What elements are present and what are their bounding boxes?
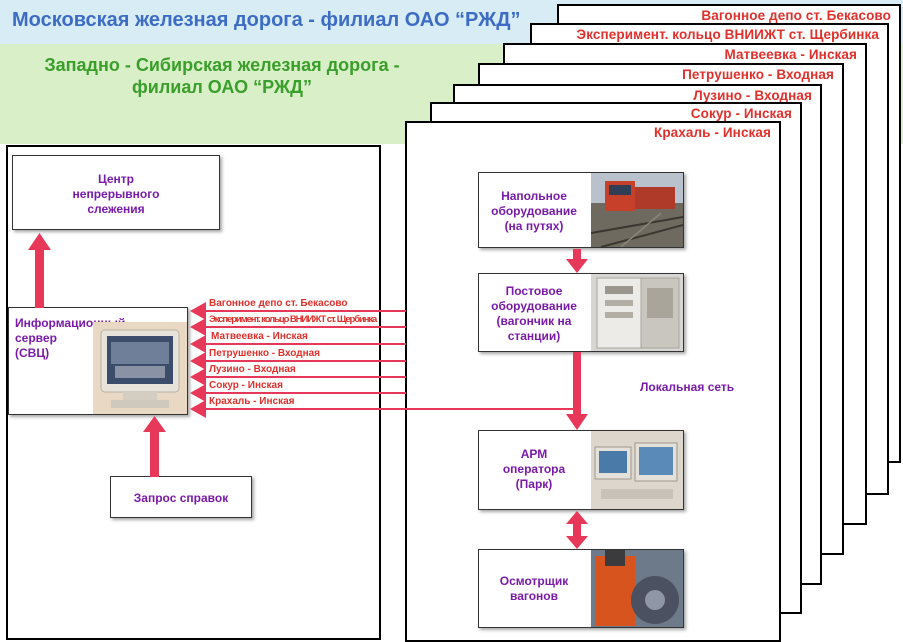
operator-line2: оператора xyxy=(502,462,566,476)
car-inspector-label: Осмотрщик вагонов xyxy=(479,574,589,604)
local-network-label: Локальная сеть xyxy=(640,380,735,394)
inspector-line1: Осмотрщик xyxy=(499,574,569,588)
operator-line3: (Парк) xyxy=(515,477,553,491)
station-label: Вагонное депо ст. Бекасово xyxy=(701,8,891,23)
monitoring-center-line3: слежения xyxy=(87,202,145,216)
arrow-server-to-center xyxy=(35,246,44,308)
link-label-sokur: Сокур - Инская xyxy=(209,380,283,391)
arrow-post-to-operator xyxy=(573,352,581,416)
floor-equipment-box: Напольное оборудование (на путях) xyxy=(478,172,684,248)
arrow-operator-inspector-down xyxy=(566,536,588,549)
floor-equipment-line2: оборудование xyxy=(491,204,577,218)
post-equipment-box: Постовое оборудование (вагончик на станц… xyxy=(478,273,684,352)
operator-line1: АРМ xyxy=(520,447,548,461)
link-label-petrushenko: Петрушенко - Входная xyxy=(209,348,321,359)
west-siberian-railway-title: Западно - Сибирская железная дорога - фи… xyxy=(12,54,432,98)
car-inspector-box: Осмотрщик вагонов xyxy=(478,549,684,628)
link-arrowhead-5 xyxy=(190,368,206,386)
link-label-shcherbinka: Эксперимент. кольцо ВНИИЖТ ст. Щербинка xyxy=(209,314,377,325)
arrow-request-to-server xyxy=(150,430,159,477)
info-server-line3: (СВЦ) xyxy=(15,346,50,360)
monitoring-center-line2: непрерывного xyxy=(72,187,160,201)
post-equipment-line2: оборудование xyxy=(491,299,577,313)
link-label-bekasovo: Вагонное депо ст. Бекасово xyxy=(209,298,348,309)
post-equipment-line1: Постовое xyxy=(505,284,563,298)
link-arrowhead-7 xyxy=(190,400,206,418)
moscow-railway-title: Московская железная дорога - филиал ОАО … xyxy=(12,9,521,31)
link-arrowhead-1 xyxy=(190,302,206,320)
arrow-request-to-server-head xyxy=(143,416,166,432)
station-label: Сокур - Инская xyxy=(690,106,792,121)
monitoring-center-line1: Центр xyxy=(97,172,135,186)
operator-workstation-box: АРМ оператора (Парк) xyxy=(478,430,684,510)
request-box: Запрос справок xyxy=(110,476,252,518)
floor-equipment-label: Напольное оборудование (на путях) xyxy=(479,189,589,234)
arrow-post-to-operator-head xyxy=(566,414,588,430)
operator-workstation-label: АРМ оператора (Парк) xyxy=(479,447,589,492)
station-label: Эксперимент. кольцо ВНИИЖТ ст. Щербинка xyxy=(576,27,879,42)
floor-equipment-line1: Напольное xyxy=(501,189,567,203)
monitoring-center-box: Центр непрерывного слежения xyxy=(12,155,220,230)
inspector-line2: вагонов xyxy=(509,589,559,603)
link-label-krakhal: Крахаль - Инская xyxy=(209,396,295,407)
arrow-floor-to-post-head xyxy=(566,259,588,273)
link-arrowhead-3 xyxy=(190,335,206,353)
link-label-matveevka: Матвеевка - Инская xyxy=(211,331,308,342)
link-arrowhead-4 xyxy=(190,352,206,370)
info-server-line2: сервер xyxy=(15,331,57,345)
equipment-cabinet-photo xyxy=(591,274,683,351)
post-equipment-line4: станции) xyxy=(507,329,561,343)
arrow-floor-to-post xyxy=(573,249,581,261)
arrow-server-to-center-head xyxy=(28,233,51,250)
west-siberian-title-line1: Западно - Сибирская железная дорога - xyxy=(44,55,400,75)
car-inspector-photo xyxy=(591,550,683,627)
station-label: Петрушенко - Входная xyxy=(682,67,834,82)
floor-equipment-line3: (на путях) xyxy=(504,219,564,233)
post-equipment-label: Постовое оборудование (вагончик на станц… xyxy=(479,284,589,344)
track-locomotive-photo xyxy=(591,173,683,247)
arrow-operator-inspector xyxy=(573,523,581,537)
operator-computers-photo xyxy=(591,431,683,509)
request-label: Запрос справок xyxy=(133,491,229,505)
info-server-box: Информационный сервер (СВЦ) xyxy=(8,307,188,415)
station-label: Лузино - Входная xyxy=(693,88,812,103)
station-label: Крахаль - Инская xyxy=(654,125,771,140)
post-equipment-line3: (вагончик на xyxy=(496,314,572,328)
west-siberian-title-line2: филиал ОАО “РЖД” xyxy=(132,77,312,97)
station-label: Матвеевка - Инская xyxy=(724,47,857,62)
arrow-operator-inspector-up xyxy=(566,511,588,524)
link-arrowhead-2 xyxy=(190,318,206,336)
link-arrowhead-6 xyxy=(190,384,206,402)
link-label-luzino: Лузино - Входная xyxy=(209,364,296,375)
server-monitor-photo xyxy=(93,322,187,414)
